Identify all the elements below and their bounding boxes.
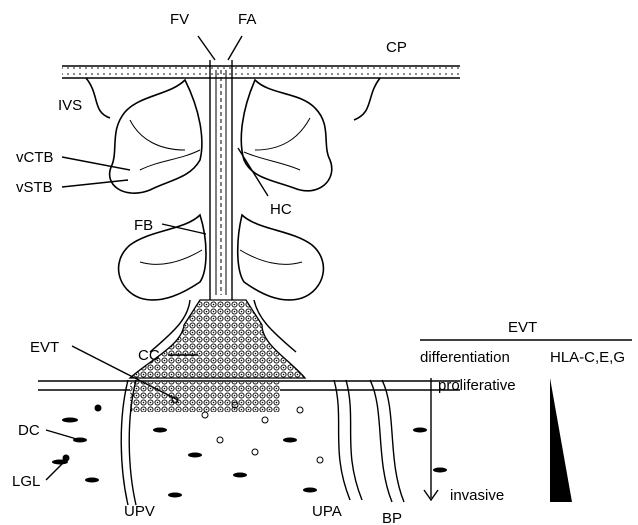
chorionic-plate [62, 66, 460, 78]
legend-column-hla: HLA-C,E,G [550, 349, 625, 366]
legend-proliferative: proliferative [438, 377, 516, 394]
label-lgl: LGL [12, 473, 40, 490]
label-upa: UPA [312, 503, 342, 520]
legend-title: EVT [508, 319, 537, 336]
cell-column [130, 300, 305, 378]
label-hc: HC [270, 201, 292, 218]
label-bp: BP [382, 510, 402, 525]
label-fv: FV [170, 11, 189, 28]
label-ivs: IVS [58, 97, 82, 114]
label-cc: CC [138, 347, 160, 364]
label-vstb: vSTB [16, 179, 53, 196]
legend-invasive: invasive [450, 487, 504, 504]
legend-column-differentiation: differentiation [420, 349, 510, 366]
label-cp: CP [386, 39, 407, 56]
label-fb: FB [134, 217, 153, 234]
villous-stem [210, 60, 232, 300]
label-evt: EVT [30, 339, 59, 356]
villi-upper [86, 78, 380, 193]
label-vctb: vCTB [16, 149, 54, 166]
label-upv: UPV [124, 503, 155, 520]
evt-legend: EVT differentiation HLA-C,E,G proliferat… [420, 319, 632, 504]
label-dc: DC [18, 422, 40, 439]
fetal-vessels [198, 36, 242, 60]
basal-plate [38, 380, 460, 505]
decidual-cells [52, 418, 447, 498]
label-fa: FA [238, 11, 256, 28]
